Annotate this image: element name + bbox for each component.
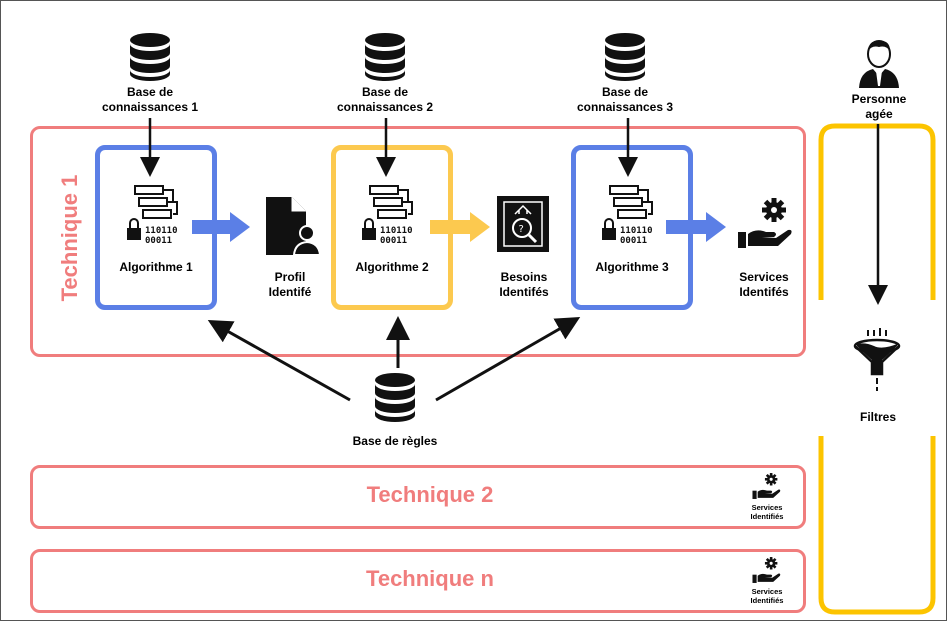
flow-arrow-blue <box>192 212 250 242</box>
filters-label: Filtres <box>859 410 896 424</box>
service-gear-hand-icon <box>738 198 792 248</box>
profile-identified-label: Profil Identifé <box>268 270 312 299</box>
needs-identified-label: Besoins Identifés <box>499 270 549 299</box>
service-gear-hand-icon <box>752 557 781 583</box>
algorithm-icon: 110110 00011 <box>362 185 413 246</box>
svg-text:110110: 110110 <box>145 226 178 236</box>
profile-document-icon <box>266 197 322 256</box>
knowledge-base-3-label: Base de connaissances 3 <box>576 85 674 114</box>
filter-funnel-icon <box>853 328 901 391</box>
services-identified-label: Services Identifés <box>739 270 789 299</box>
flow-arrow-blue <box>666 212 726 242</box>
technique-2-box <box>30 465 806 529</box>
svg-text:00011: 00011 <box>620 236 647 246</box>
technique-n-box <box>30 549 806 613</box>
person-icon <box>859 40 899 88</box>
technique-2-services-label: Services Identifiés <box>750 503 784 521</box>
technique-2-title: Technique 2 <box>366 482 494 507</box>
database-icon <box>130 33 170 81</box>
algorithm-2-label: Algorithme 2 <box>355 260 429 274</box>
flow-arrow-yellow <box>430 212 490 242</box>
database-icon <box>365 33 405 81</box>
knowledge-base-2-label: Base de connaissances 2 <box>336 85 434 114</box>
service-gear-hand-icon <box>752 473 781 499</box>
svg-text:?: ? <box>519 224 524 235</box>
technique-1-box <box>30 126 806 357</box>
svg-text:00011: 00011 <box>380 236 407 246</box>
database-icon <box>605 33 645 81</box>
database-icon <box>375 373 415 422</box>
knowledge-base-1-label: Base de connaissances 1 <box>101 85 199 114</box>
elderly-person-label: Personne agée <box>851 92 907 121</box>
algorithm-1-label: Algorithme 1 <box>119 260 193 274</box>
svg-text:00011: 00011 <box>145 236 172 246</box>
algorithm-icon: 110110 00011 <box>127 185 178 246</box>
rules-base-label: Base de règles <box>352 434 438 448</box>
technique-n-services-label: Services Identifiés <box>750 587 784 605</box>
svg-text:110110: 110110 <box>620 226 653 236</box>
algorithm-icon: 110110 00011 <box>602 185 653 246</box>
svg-text:110110: 110110 <box>380 226 413 236</box>
technique-n-title: Technique n <box>366 566 494 591</box>
algorithm-3-label: Algorithme 3 <box>595 260 669 274</box>
needs-magnifier-icon: ? <box>497 196 549 252</box>
